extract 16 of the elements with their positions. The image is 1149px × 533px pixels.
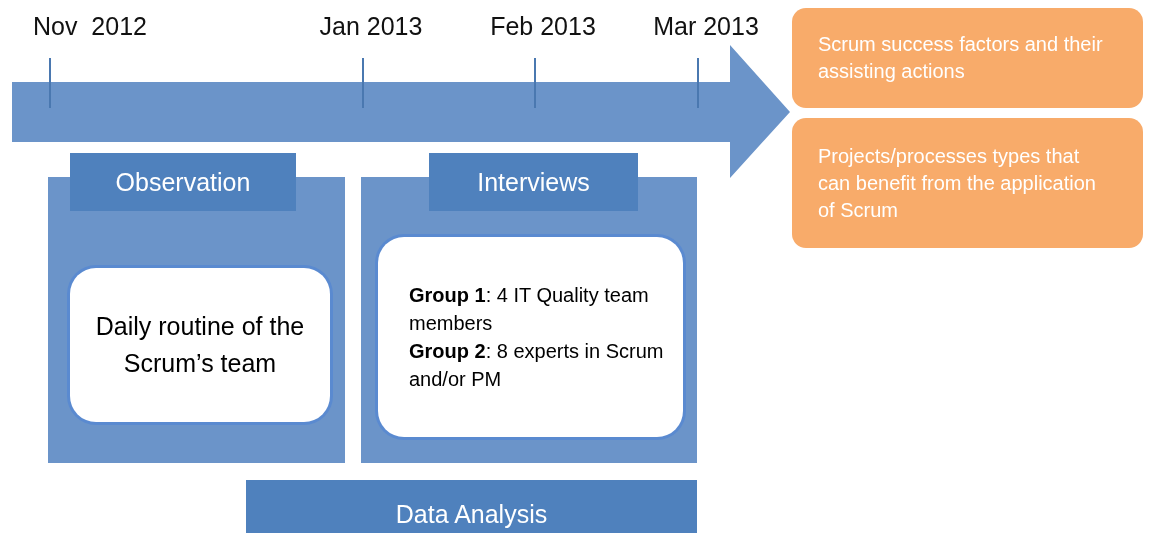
result-box: Projects/processes types that can benefit from the application of Scrum xyxy=(792,118,1143,248)
result-box: Scrum success factors and their assisting actions xyxy=(792,8,1143,108)
group-description: Group 2: 8 experts in Scrum and/or PM xyxy=(408,339,665,392)
date-label: Nov 2012 xyxy=(33,12,147,41)
dashed-rounded-box xyxy=(378,237,683,437)
date-label: Feb 2013 xyxy=(490,12,596,41)
date-label: Jan 2013 xyxy=(319,12,423,41)
box-text: Daily routine of the Scrum’s team xyxy=(94,310,306,379)
phase-panel xyxy=(48,153,345,463)
date-label: Mar 2013 xyxy=(653,12,759,41)
phase-band: Data Analysis xyxy=(246,480,697,533)
phase-panel xyxy=(361,153,697,463)
group-description: Group 1: 4 IT Quality team members xyxy=(408,283,650,336)
panel-heading: Interviews xyxy=(429,153,638,211)
dashed-rounded-box xyxy=(70,268,330,422)
panel-heading: Observation xyxy=(70,153,296,211)
